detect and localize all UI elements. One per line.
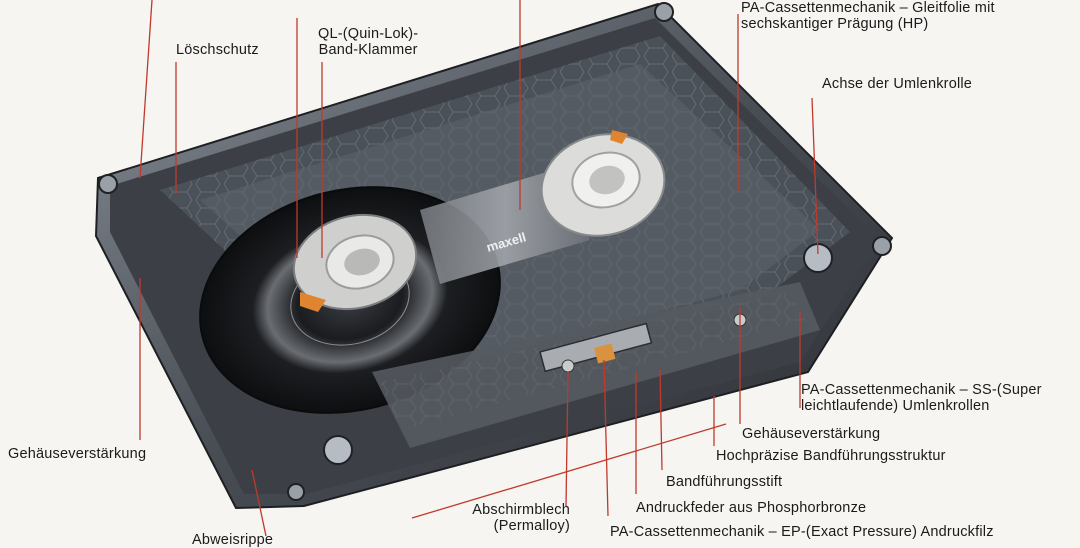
label-achse-umlenkrolle: Achse der Umlenkrolle [822,76,973,92]
label-gehaeuseverstaerkung-rechts: Gehäuseverstärkung [742,426,881,442]
label-bandfuehrungsstruktur: Hochpräzise Bandführungsstruktur [716,448,946,464]
corner-screws [98,2,892,501]
label-gleitfolie: PA-Cassettenmechanik – Gleitfolie mit se… [741,0,995,32]
label-abweisrippe: Abweisrippe [192,532,274,548]
leader-lines [139,0,819,537]
label-gehaeuseverstaerkung-links: Gehäuseverstärkung [8,446,147,462]
label-andruckfeder: Andruckfeder aus Phosphorbronze [636,500,867,516]
label-gleitfolie-line2: sechskantiger Prägung (HP) [741,16,929,32]
label-ep-andruckfilz: PA-Cassettenmechanik – EP-(Exact Pressur… [610,524,994,540]
label-abschirmblech: Abschirmblech (Permalloy) [458,502,570,534]
label-bandfuehrungsstift: Bandführungsstift [666,474,783,490]
tape-guide-area [372,282,820,448]
label-ss-line1: PA-Cassettenmechanik – SS-(Super [801,382,1042,398]
label-loeschschutz: Löschschutz [176,42,259,58]
label-ss-umlenkrollen: PA-Cassettenmechanik – SS-(Super leichtl… [801,382,1042,414]
label-ss-line2: leichtlaufende) Umlenkrollen [801,398,990,414]
label-abschirmblech-line1: Abschirmblech [472,502,570,518]
hub-right [540,130,666,237]
label-ql-line1: QL-(Quin-Lok)- [318,26,419,42]
hub-left [292,213,418,312]
label-gleitfolie-line1: PA-Cassettenmechanik – Gleitfolie mit [741,0,995,16]
label-ql-band-klammer: QL-(Quin-Lok)- Band-Klammer [318,26,418,58]
label-abschirmblech-line2: (Permalloy) [493,518,570,534]
label-ql-line2: Band-Klammer [318,42,418,58]
